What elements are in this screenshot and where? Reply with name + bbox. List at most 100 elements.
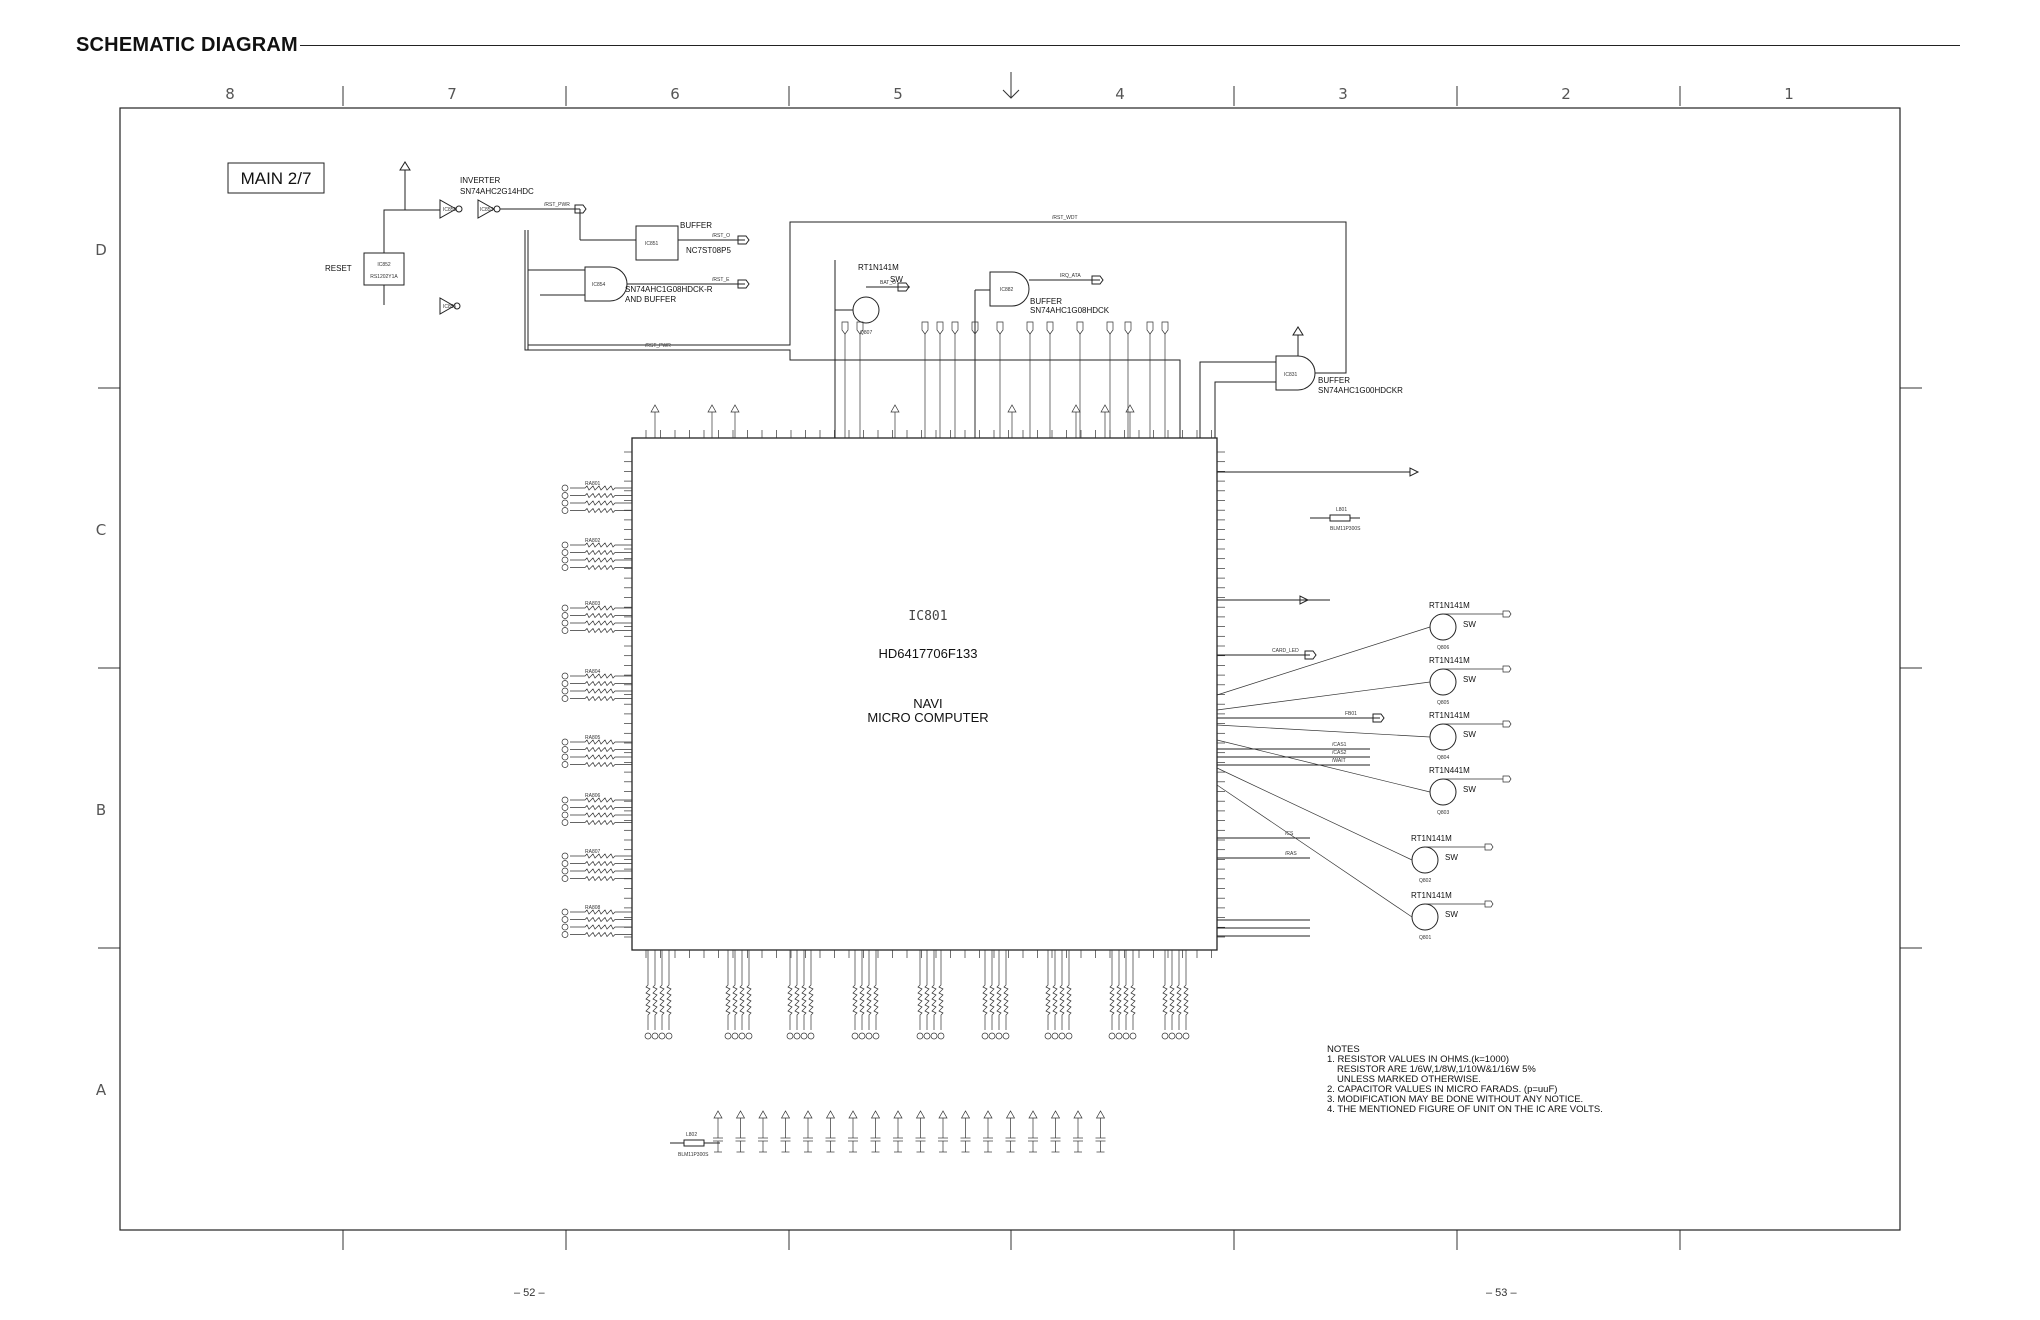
array-connector [561,680,569,687]
bottom-array-connector [1051,1032,1059,1040]
buffer3-label: BUFFER [1318,376,1350,385]
bottom-array-connector [738,1032,746,1040]
bottom-array-connector [793,1032,801,1040]
svg-text:BLM11P300S: BLM11P300S [678,1152,709,1158]
bottom-array-resistor [873,950,879,1030]
transistor-body [1429,613,1457,641]
grid-col-7: 7 [447,85,457,103]
transistor-ref: Q802 [1419,878,1431,884]
svg-text:/CAS1: /CAS1 [1332,742,1347,748]
bottom-array-resistor [1169,950,1175,1030]
reset-ic-part: RS1202Y1A [370,274,398,280]
reset-circuit: IC852 RS1202Y1A RESET [325,161,440,305]
buffer1-label: BUFFER [680,221,712,230]
resistor-array-ref: RA801 [585,481,601,487]
transistor-part: RT1N141M [1411,834,1452,843]
top-connector-tag [1026,321,1034,335]
array-connector [561,819,569,826]
andbuffer-part: SN74AHC1G08HDCK-R [625,285,713,294]
transistor-label: SW [1463,730,1476,739]
top-connector-tag [841,321,849,335]
decoupling-capacitor-row [713,1110,1106,1153]
cap-power [1005,1110,1016,1119]
transistor-out-tag [1502,775,1512,783]
bottom-array-connector [872,1032,880,1040]
top-connector-tag [1076,321,1084,335]
array-resistor [570,804,632,811]
bottom-array-connector [800,1032,808,1040]
ferrite-bead-l802: L802 BLM11P300S [670,1132,720,1158]
array-connector [561,923,569,931]
bottom-array-resistor [801,950,807,1030]
transistor-label: SW [1445,910,1458,919]
array-connector [561,499,569,507]
bottom-array-connector [988,1032,996,1040]
inverter-label: INVERTER [460,176,501,185]
array-resistor [570,916,632,923]
bottom-array-resistor [1066,950,1072,1030]
main-ic-function-1: NAVI [913,696,942,711]
bottom-array-resistor [924,950,930,1030]
bottom-array-resistor [852,950,858,1030]
svg-text:L801: L801 [1336,507,1347,513]
svg-text:/WAIT: /WAIT [1332,758,1346,764]
array-connector [561,796,569,804]
array-resistor [570,673,632,679]
grid-row-c: C [96,521,106,539]
array-connector [561,619,569,627]
main-ic-function-2: MICRO COMPUTER [867,710,988,725]
bottom-array-connector [786,1032,794,1040]
buffer2-block: IC882 BUFFER SN74AHC1G08HDCK IRQ_ATA [974,271,1110,438]
main-ic-ic801: IC801 HD6417706F133 NAVI MICRO COMPUTER [624,430,1225,958]
q807-label: SW [890,275,903,284]
bottom-array-resistor [917,950,923,1030]
bottom-array-resistor [1130,950,1136,1030]
bottom-array-resistor [787,950,793,1030]
array-connector [561,492,569,499]
array-connector [561,604,569,612]
svg-text:L802: L802 [686,1132,697,1138]
power-arrow [650,404,660,413]
array-connector [561,931,569,938]
array-connector [561,484,569,492]
grid-col-6: 6 [670,85,680,103]
bottom-array-resistor [1059,950,1065,1030]
cap-power [915,1110,926,1119]
bottom-array-resistor [1116,950,1122,1030]
array-resistor [570,492,632,499]
bottom-array-resistor [1162,950,1168,1030]
array-resistor [570,695,632,702]
bottom-array-connector [858,1032,866,1040]
notes-line-4: 2. CAPACITOR VALUES IN MICRO FARADS. (p=… [1327,1084,1557,1095]
cap-power [825,1110,836,1119]
top-connector-tag [971,321,979,335]
cap-power [1095,1110,1106,1119]
grid-row-b: B [96,801,106,819]
notes-line-5: 3. MODIFICATION MAY BE DONE WITHOUT ANY … [1327,1094,1583,1105]
cap-power [848,1110,858,1119]
grid-col-8: 8 [225,85,235,103]
bottom-array-resistor [866,950,872,1030]
transistor-body [1429,723,1457,751]
bottom-array-resistor [808,950,814,1030]
transistor-part: RT1N141M [1429,711,1470,720]
transistor-ref: Q806 [1437,645,1449,651]
bottom-array-resistor [794,950,800,1030]
transistor-base-wire [1216,739,1431,793]
inverter-ref-c: IC855 [443,304,457,310]
power-arrow [707,404,717,413]
sheet-label: MAIN 2/7 [227,162,325,194]
cap-power [870,1110,881,1119]
bottom-array-connector [807,1032,815,1040]
inverter-part: SN74AHC2G14HDC [460,187,534,196]
transistor-body [1411,903,1439,931]
transistor-base-wire [1216,767,1413,861]
array-connector [561,738,569,746]
schematic-frame [119,107,1901,1231]
bottom-array-connector [731,1032,739,1040]
bottom-array-resistor [859,950,865,1030]
array-connector [561,916,569,923]
cap-power [1028,1110,1038,1119]
bottom-array-connector [1108,1032,1116,1040]
